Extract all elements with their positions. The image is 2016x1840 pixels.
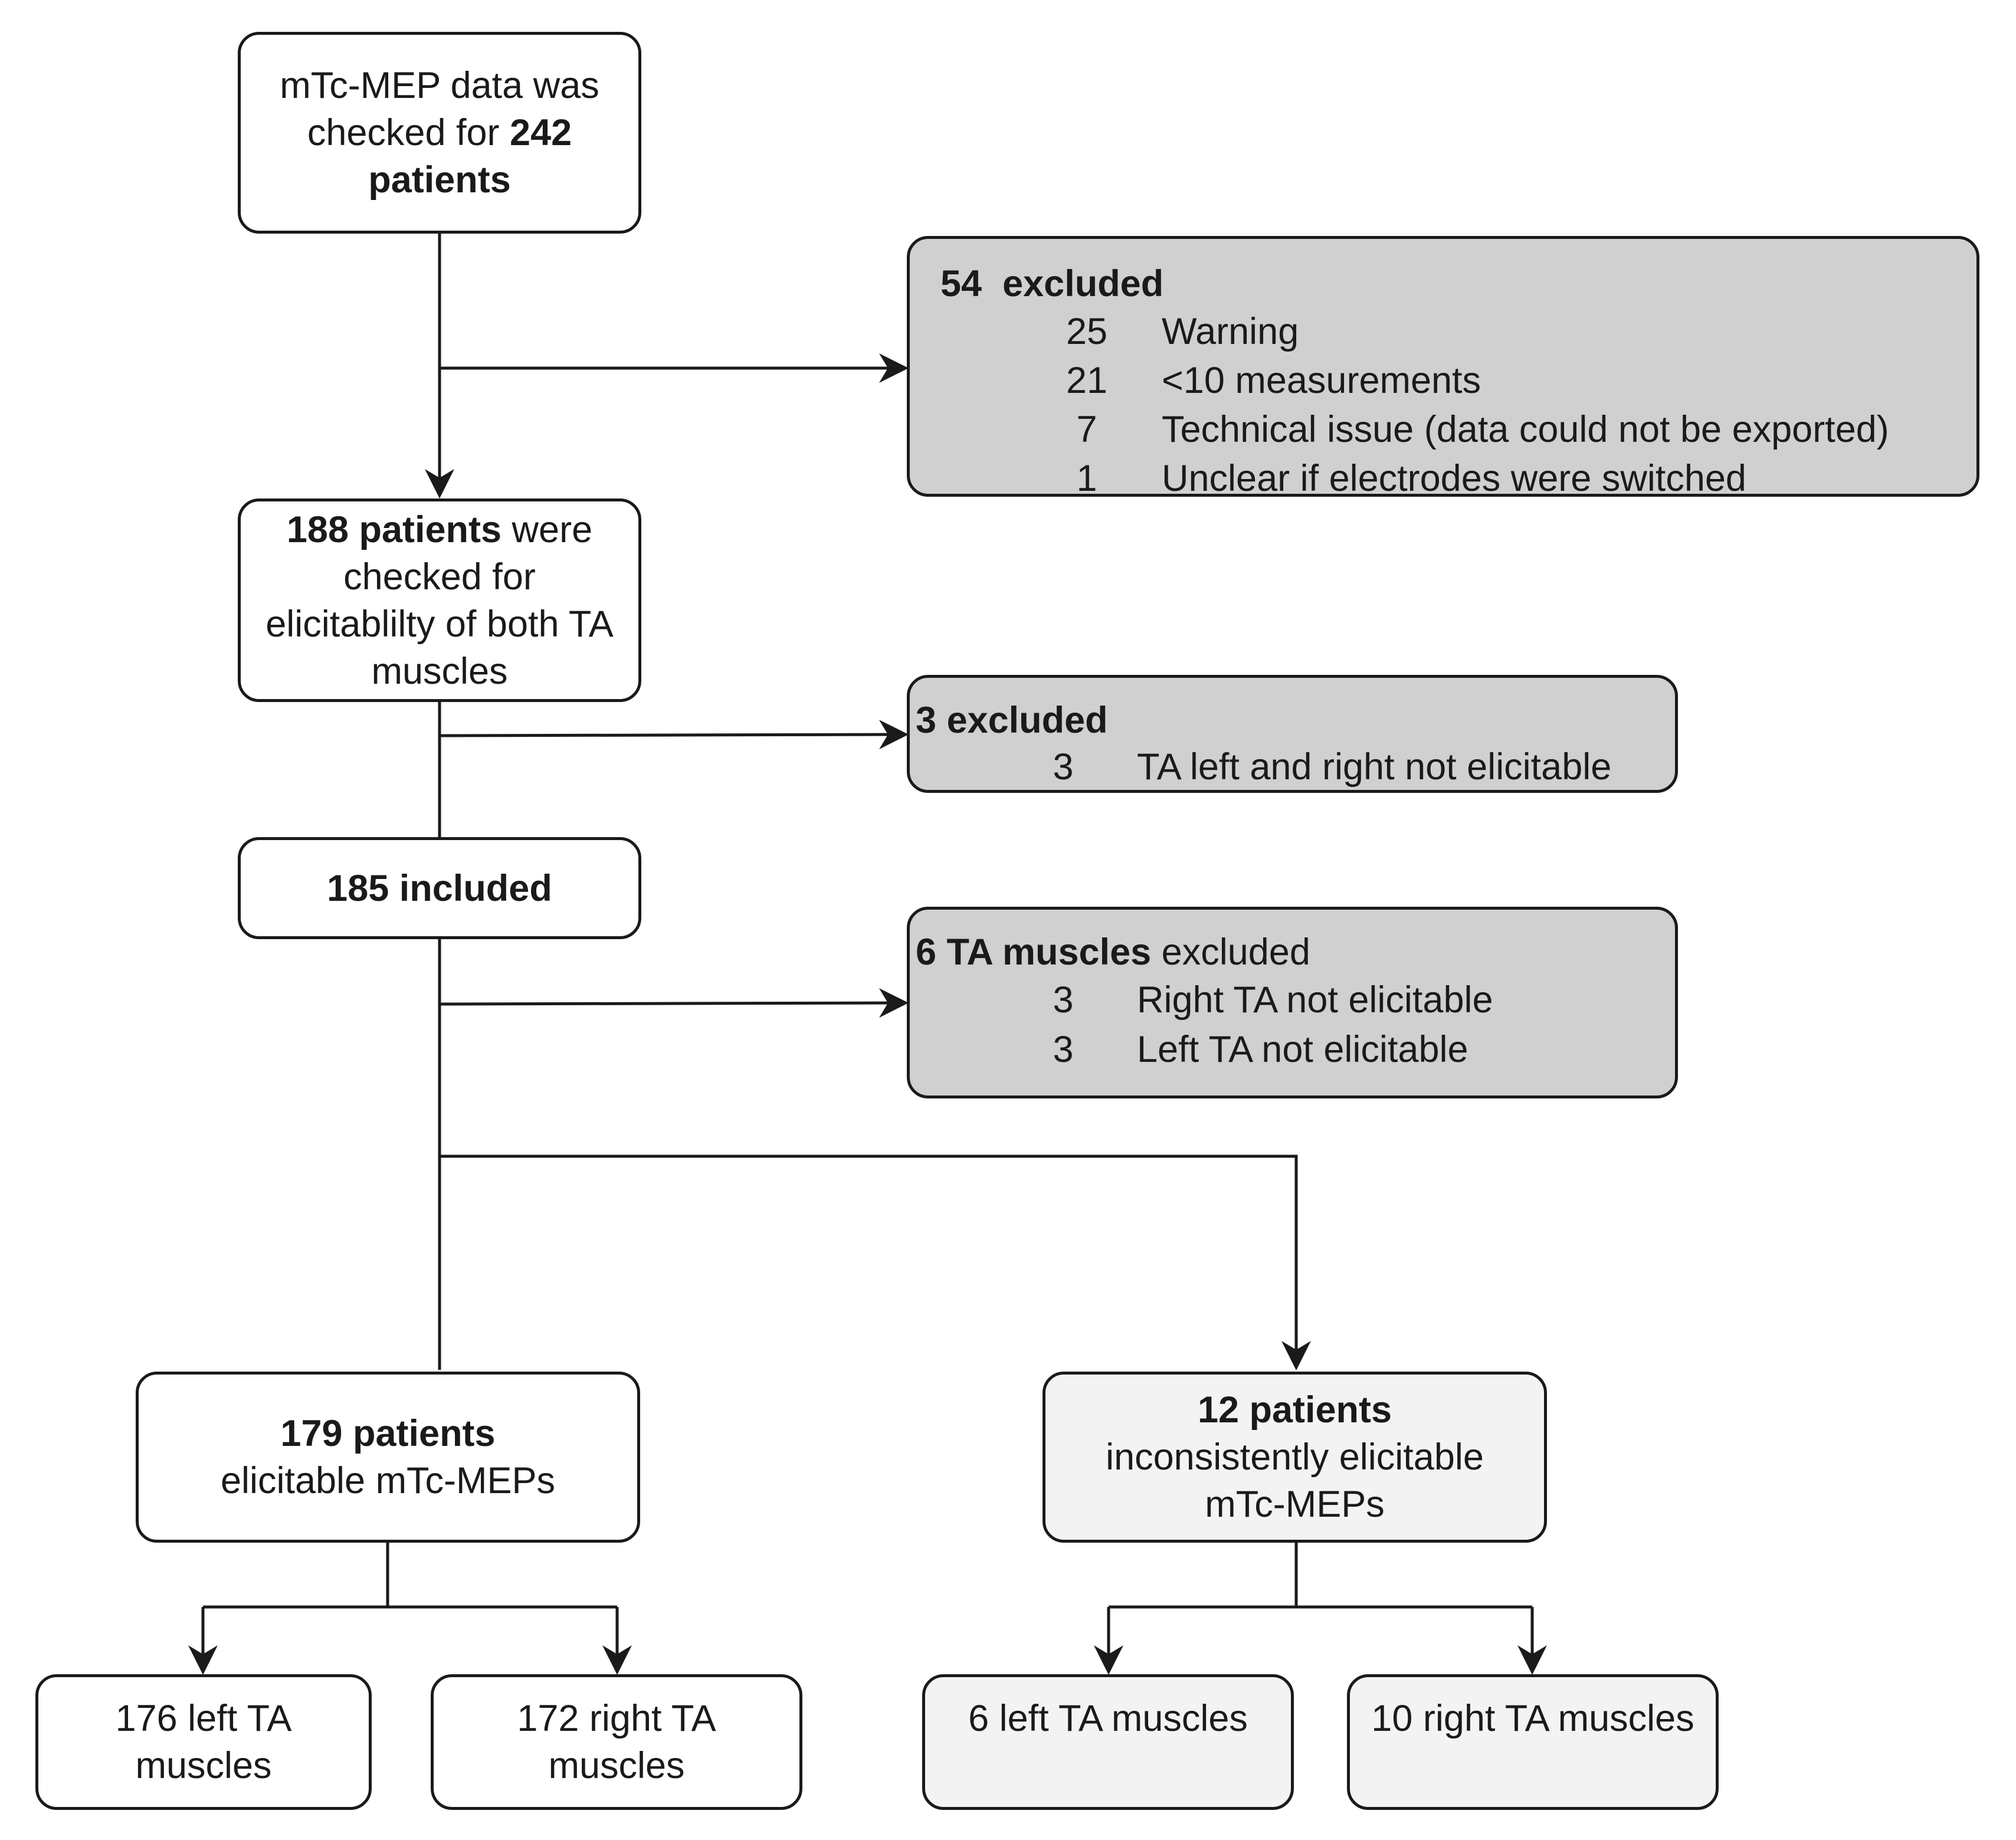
box-checked-242-patients: mTc-MEP data was checked for 242 patient… — [238, 32, 641, 234]
box-excluded-3: 3 excluded 3 TA left and right not elici… — [907, 675, 1678, 793]
checked-line-1: 188 patients were — [286, 509, 593, 550]
start-line-3: patients — [368, 159, 511, 201]
box-10-right-ta: 10 right TA muscles — [1347, 1674, 1719, 1810]
elicitable-line-1: 179 patients — [280, 1413, 496, 1454]
box-179-patients: 179 patients elicitable mTc-MEPs — [136, 1372, 640, 1543]
excluded-6-heading: 6 TA muscles excluded — [916, 932, 1310, 973]
box-excluded-6-ta-muscles: 6 TA muscles excluded 3 Right TA not eli… — [907, 907, 1678, 1098]
connector-to-excluded-6 — [439, 988, 909, 1018]
start-line-2: checked for 242 — [307, 112, 572, 153]
box-176-left-ta: 176 left TA muscles — [35, 1674, 372, 1810]
connector-to-excluded-3 — [439, 720, 909, 750]
leaf-176-line-1: 176 left TA — [115, 1698, 292, 1739]
leaf-6-text: 6 left TA muscles — [968, 1698, 1248, 1739]
excluded-3-heading: 3 excluded — [916, 700, 1108, 741]
box-172-right-ta: 172 right TA muscles — [431, 1674, 802, 1810]
box-excluded-54: 54 excluded 25 Warning 21 <10 measuremen… — [907, 236, 1979, 499]
box-12-patients: 12 patients inconsistently elicitable mT… — [1043, 1372, 1547, 1543]
elicitable-line-2: elicitable mTc-MEPs — [220, 1460, 556, 1501]
connector-to-12-patients — [440, 1154, 1311, 1370]
leaf-10-text: 10 right TA muscles — [1371, 1698, 1694, 1739]
box-checked-188-patients: 188 patients were checked for elicitabli… — [238, 498, 641, 702]
included-text: 185 included — [327, 867, 552, 909]
leaf-172-line-1: 172 right TA — [517, 1698, 716, 1739]
checked-line-2: checked for — [343, 556, 536, 598]
inconsistent-line-2: inconsistently elicitable — [1106, 1436, 1484, 1478]
inconsistent-line-3: mTc-MEPs — [1205, 1484, 1385, 1525]
inconsistent-line-1: 12 patients — [1197, 1389, 1392, 1431]
checked-line-4: muscles — [371, 650, 508, 692]
leaf-176-line-2: muscles — [135, 1745, 272, 1786]
excluded-54-heading: 54 excluded — [940, 263, 1164, 304]
box-6-left-ta: 6 left TA muscles — [922, 1674, 1294, 1810]
leaf-172-line-2: muscles — [548, 1745, 685, 1786]
box-185-included: 185 included — [238, 837, 641, 939]
start-line-1: mTc-MEP data was — [280, 65, 599, 106]
checked-line-3: elicitablilty of both TA — [265, 603, 614, 645]
